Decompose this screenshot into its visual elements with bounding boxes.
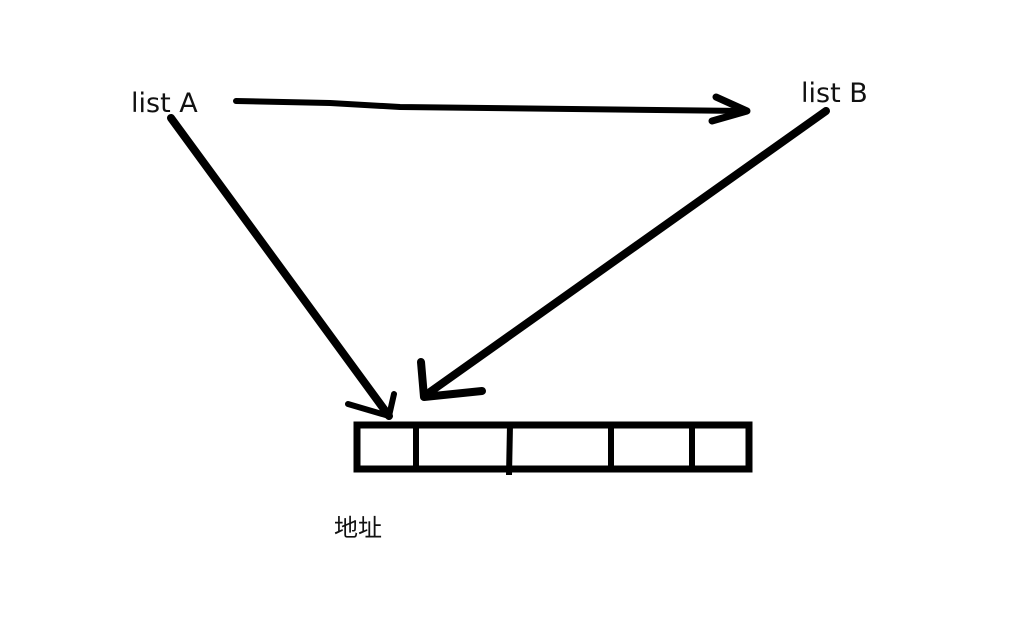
arrow-list-a-to-list-b (233, 93, 751, 125)
memory-block-outline (353, 421, 753, 473)
memory-block (353, 421, 753, 476)
node-label-list-b: list B (801, 78, 868, 109)
arrow-shaft (167, 114, 393, 420)
arrow-head (417, 358, 486, 401)
arrow-head (345, 391, 397, 419)
arrow-shaft (426, 107, 830, 396)
arrow-list-a-to-address (167, 114, 397, 420)
node-label-address: 地址 (334, 514, 382, 542)
arrow-head (708, 93, 751, 125)
arrow-shaft (233, 98, 748, 114)
arrow-list-b-to-address (417, 107, 830, 401)
memory-cell-divider (506, 424, 513, 476)
node-label-list-a: list A (131, 88, 198, 119)
